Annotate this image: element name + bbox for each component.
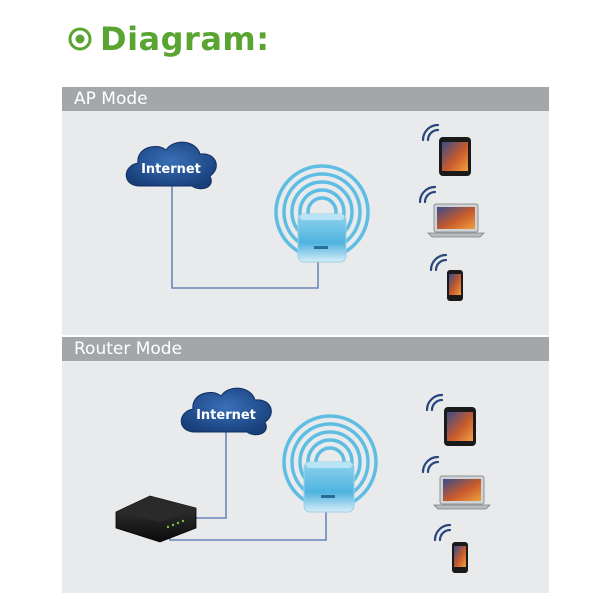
wifi-icon	[433, 523, 452, 542]
radio-target-icon	[68, 27, 92, 51]
wifi-icon	[429, 253, 448, 272]
wifi-icon	[421, 455, 440, 474]
cloud-label: Internet	[141, 162, 201, 177]
modem-icon	[115, 495, 197, 543]
wifi-icon	[425, 393, 444, 412]
cloud-icon	[180, 387, 272, 436]
diagram-title: Diagram:	[68, 20, 270, 58]
cloud-icon	[125, 141, 217, 190]
phone-icon	[447, 270, 463, 301]
wifi-icon	[418, 185, 437, 204]
router-icon	[297, 213, 347, 263]
router-icon	[303, 461, 355, 513]
laptop-icon	[427, 203, 485, 238]
wifi-icon	[421, 123, 440, 142]
section-heading: AP Mode	[74, 89, 148, 109]
cloud-label: Internet	[196, 408, 256, 423]
connection-line	[171, 186, 319, 289]
tablet-icon	[439, 137, 471, 176]
section-header-ap-mode: AP Mode	[62, 87, 549, 111]
tablet-icon	[444, 407, 476, 446]
section-header-router-mode: Router Mode	[62, 337, 549, 361]
phone-icon	[452, 542, 468, 573]
laptop-icon	[433, 475, 491, 510]
section-heading: Router Mode	[74, 339, 183, 359]
page-title: Diagram:	[100, 20, 270, 58]
